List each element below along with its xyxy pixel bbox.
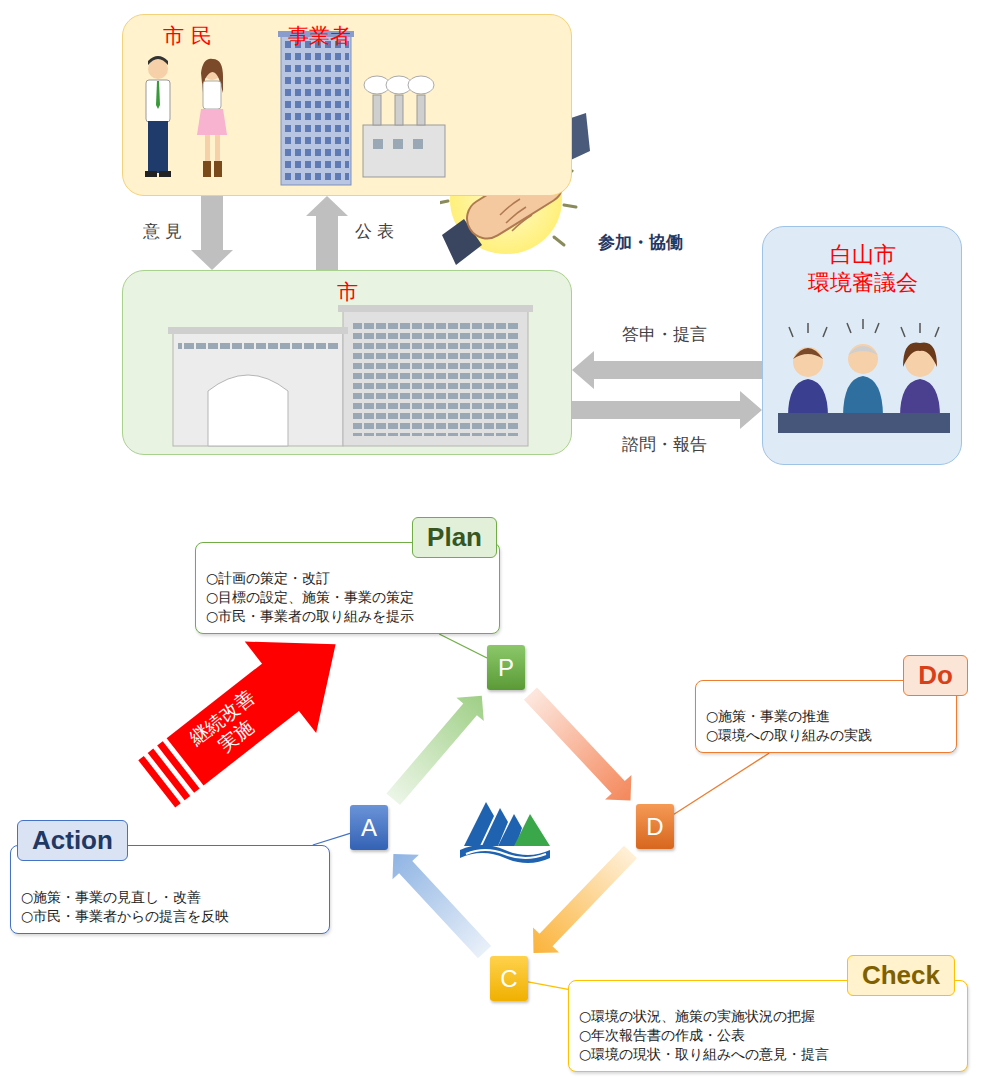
panel-label: 白山市 環境審議会 — [798, 241, 928, 296]
panel-label: 市 民 — [163, 23, 212, 49]
step-letter: C — [500, 965, 517, 993]
block-arrow — [572, 351, 762, 389]
callout-box: Plan○計画の策定・改訂○目標の設定、施策・事業の策定○市民・事業者の取り組み… — [195, 542, 500, 634]
edge-label: 諮問・報告 — [622, 434, 707, 454]
pdca-step: P — [487, 645, 525, 690]
group-panel: 市 民 事業者 — [122, 14, 572, 196]
edge-label: 意 見 — [143, 221, 182, 241]
callout-bullet: ○市民・事業者の取り組みを提示 — [206, 607, 414, 626]
pdca-step: C — [490, 956, 528, 1001]
callout-bullet: ○環境の現状・取り組みへの意見・提言 — [579, 1045, 829, 1064]
cycle-arrow — [386, 696, 483, 805]
callout-box: Do○施策・事業の推進○環境への取り組みの実践 — [695, 680, 957, 753]
edge-label: 答申・提言 — [622, 324, 707, 344]
callout-bullet: ○目標の設定、施策・事業の策定 — [206, 588, 414, 607]
block-arrow — [572, 391, 762, 429]
collaboration-label: 参加・協働 — [598, 232, 683, 252]
callout-box: Action○施策・事業の見直し・改善○市民・事業者からの提言を反映 — [10, 845, 330, 934]
callout-bullet: ○環境の状況、施策の実施状況の把握 — [579, 1007, 815, 1026]
callout-box: Check○環境の状況、施策の実施状況の把握○年次報告書の作成・公表○環境の現状… — [568, 980, 968, 1072]
callout-bullet: ○年次報告書の作成・公表 — [579, 1026, 745, 1045]
pdca-step: D — [636, 804, 674, 849]
city-logo — [460, 802, 550, 863]
pdca-step: A — [350, 805, 388, 850]
leader-line — [674, 753, 769, 814]
block-arrow — [306, 196, 348, 270]
callout-bullet: ○環境への取り組みの実践 — [706, 726, 872, 745]
panel-label: 市 — [337, 279, 358, 305]
callout-title: Do — [903, 655, 968, 696]
cycle-arrow — [393, 854, 492, 958]
cycle-arrow — [533, 846, 637, 953]
city-panel: 市 — [122, 270, 572, 455]
callout-bullet: ○市民・事業者からの提言を反映 — [21, 907, 229, 926]
council-panel: 白山市 環境審議会 — [762, 226, 962, 465]
step-letter: A — [361, 814, 377, 842]
callout-bullet: ○計画の策定・改訂 — [206, 569, 330, 588]
callout-title: Check — [847, 955, 955, 996]
callout-title: Plan — [412, 517, 497, 558]
leader-line — [313, 833, 350, 845]
callout-title: Action — [17, 820, 128, 861]
block-arrow — [191, 196, 233, 270]
cycle-arrow — [524, 688, 632, 801]
panel-label: 事業者 — [288, 23, 351, 49]
callout-bullet: ○施策・事業の推進 — [706, 707, 830, 726]
leader-line — [528, 982, 568, 989]
step-letter: P — [498, 654, 514, 682]
step-letter: D — [646, 813, 663, 841]
leader-line — [439, 634, 487, 658]
edge-label: 公 表 — [355, 221, 394, 241]
callout-bullet: ○施策・事業の見直し・改善 — [21, 888, 201, 907]
